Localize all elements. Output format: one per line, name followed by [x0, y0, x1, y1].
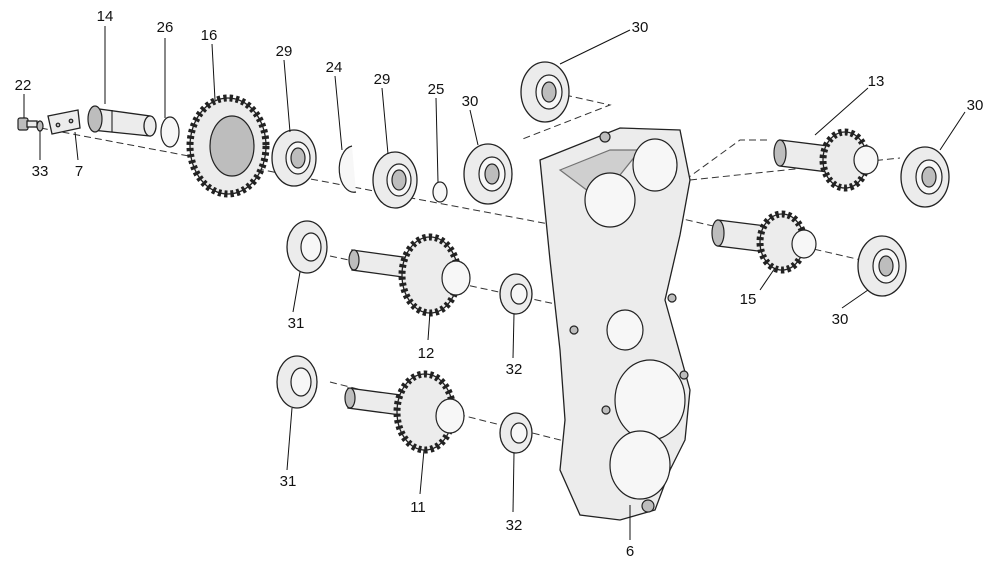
label-12: 12 [418, 345, 435, 362]
bearing-part-30-right-top [900, 146, 950, 208]
bolt-part-22 [17, 117, 38, 131]
bearing-part-30-center [463, 143, 513, 205]
plate-part-7 [47, 109, 81, 135]
bearing-part-29-right [372, 151, 418, 209]
circlip-part-24 [338, 145, 357, 193]
label-31-upper: 31 [288, 315, 305, 332]
label-13: 13 [868, 73, 885, 90]
label-31-lower: 31 [280, 473, 297, 490]
gearbox-housing [539, 127, 691, 521]
label-25: 25 [428, 81, 445, 98]
label-29-left: 29 [276, 43, 293, 60]
label-6: 6 [626, 543, 634, 560]
label-22: 22 [15, 77, 32, 94]
label-30-top: 30 [632, 19, 649, 36]
bearing-part-30-right-bottom [857, 235, 907, 297]
callout-labels: 22 33 7 14 26 16 29 24 29 25 30 30 13 30… [15, 8, 984, 560]
circlip-part-26 [160, 116, 180, 148]
bearing-part-29-left [271, 129, 317, 187]
label-14: 14 [97, 8, 114, 25]
label-30-right-top: 30 [967, 97, 984, 114]
shaft-part-14 [87, 105, 157, 137]
label-26: 26 [157, 19, 174, 36]
splined-shaft-part-13 [773, 128, 879, 192]
label-32-upper: 32 [506, 361, 523, 378]
label-33: 33 [32, 163, 49, 180]
ring-part-25 [432, 181, 448, 203]
bearing-part-31-lower [276, 355, 318, 409]
label-7: 7 [75, 163, 83, 180]
bearing-part-31-upper [286, 220, 328, 274]
bearing-part-30-top [520, 61, 570, 123]
washer-part-33 [36, 120, 44, 132]
label-32-lower: 32 [506, 517, 523, 534]
bearing-part-32-upper [499, 273, 533, 315]
label-24: 24 [326, 59, 343, 76]
leader-lines [23, 26, 966, 540]
label-16: 16 [201, 27, 218, 44]
label-30-center: 30 [462, 93, 479, 110]
gear-shaft-part-12 [348, 233, 471, 317]
gear-part-16 [186, 94, 270, 198]
label-15: 15 [740, 291, 757, 308]
bearing-part-32-lower [499, 412, 533, 454]
gear-shaft-part-11 [344, 370, 465, 454]
label-11: 11 [410, 499, 426, 516]
label-30-right-bottom: 30 [832, 311, 849, 328]
splined-shaft-part-15 [711, 210, 817, 274]
label-29-right: 29 [374, 71, 391, 88]
